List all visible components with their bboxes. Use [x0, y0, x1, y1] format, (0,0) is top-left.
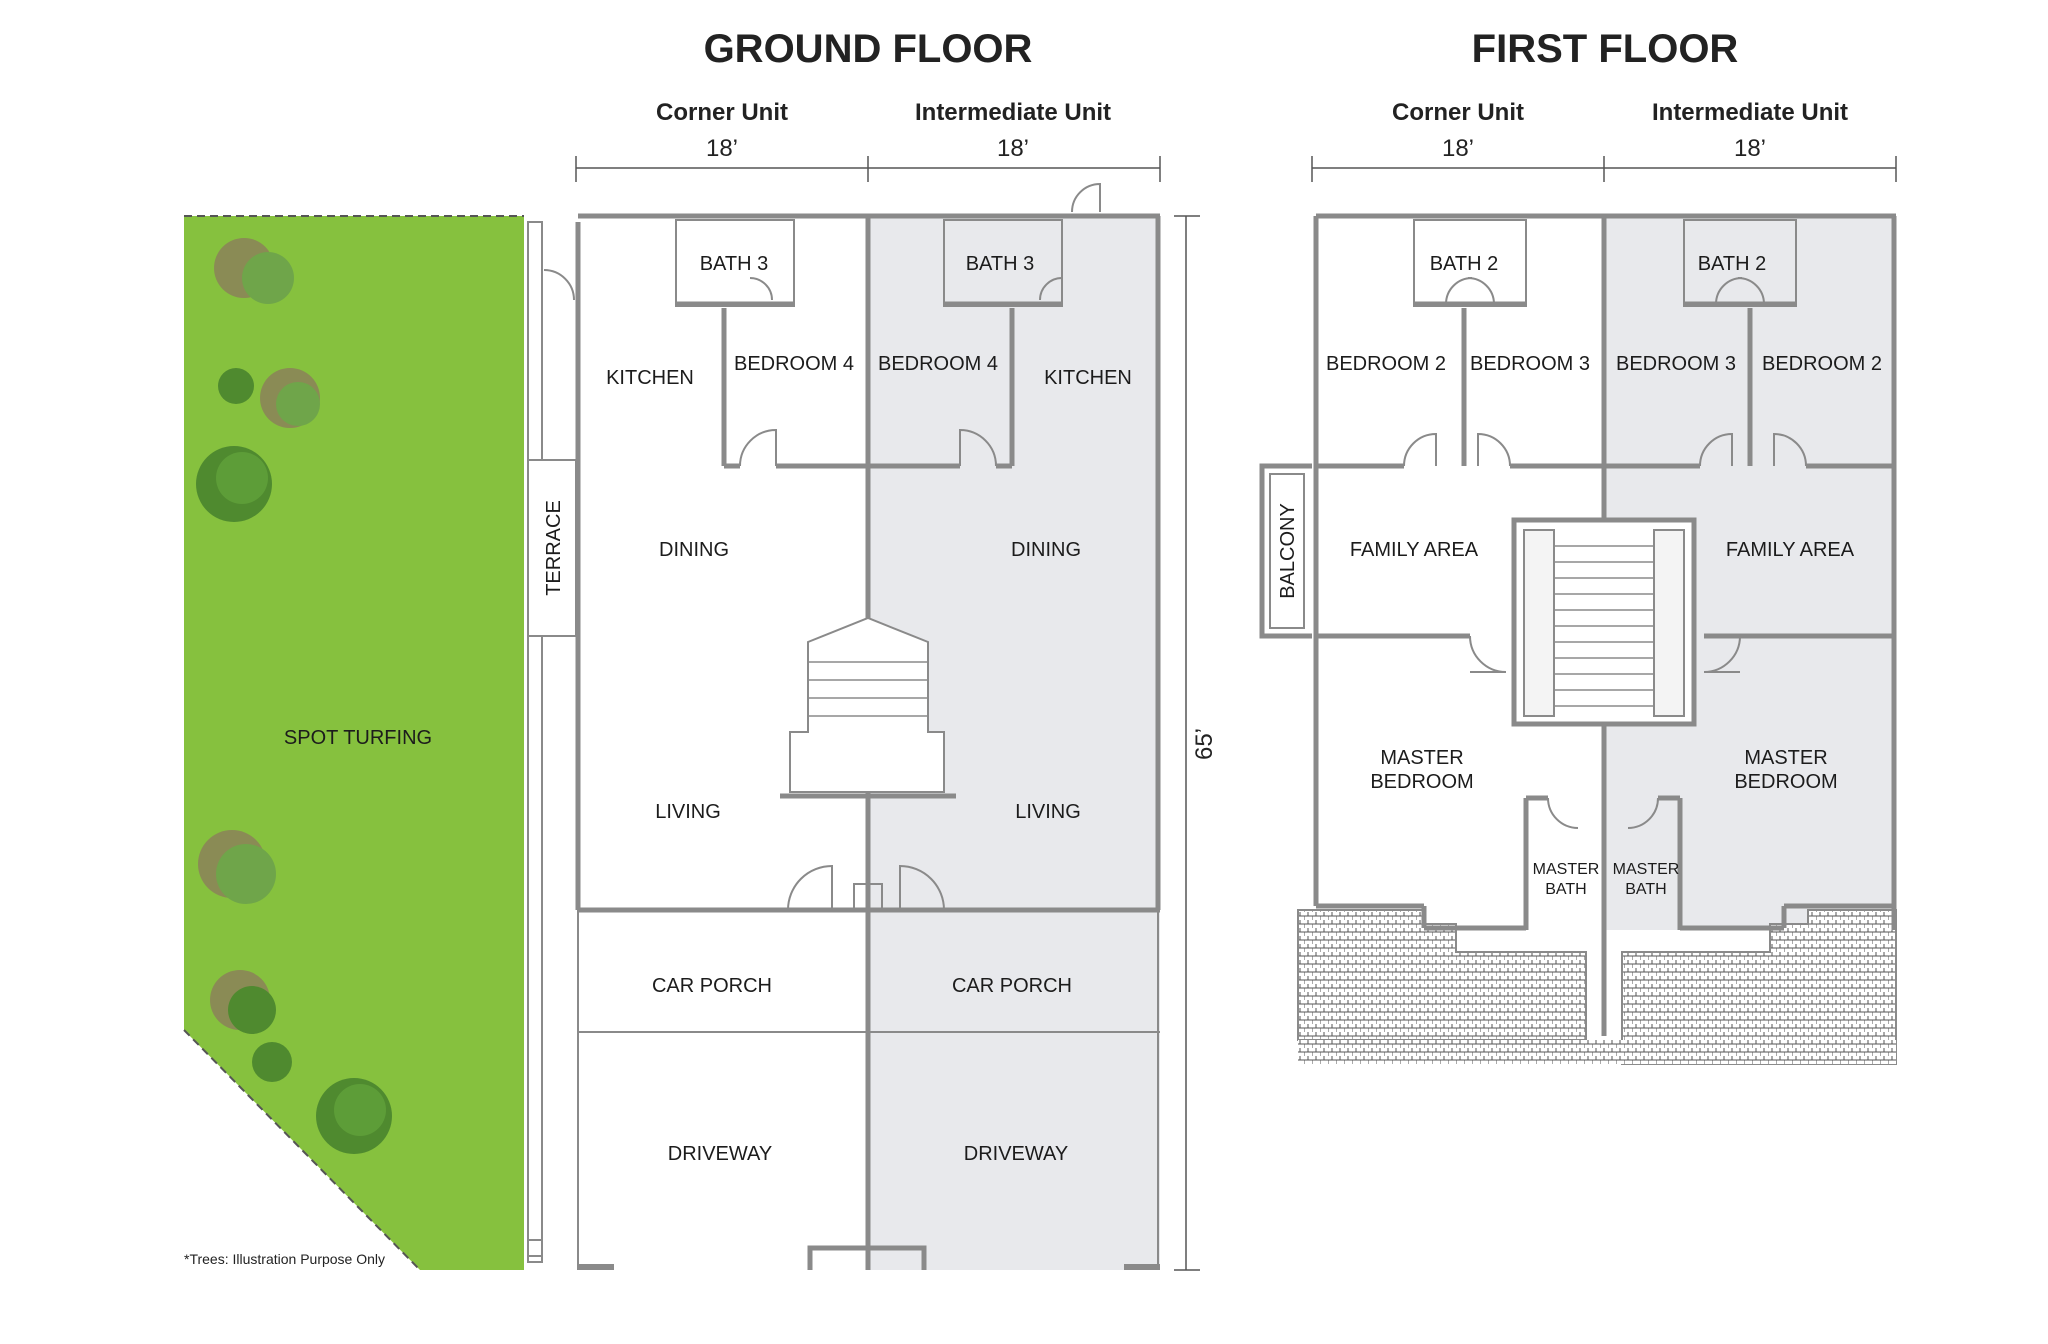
gf-bath3-intermediate-label: BATH 3 — [966, 253, 1035, 275]
gf-width-dimension-line — [575, 156, 1161, 182]
ff-corner-width: 18’ — [1442, 135, 1474, 162]
tree-icon — [210, 970, 276, 1034]
ff-master-bath-corner-label-1: MASTER — [1533, 861, 1600, 878]
ff-master-bedroom-corner-label-1: MASTER — [1380, 747, 1463, 769]
gf-kitchen-corner-label: KITCHEN — [606, 367, 694, 389]
ground-floor-title: GROUND FLOOR — [704, 27, 1033, 71]
tree-icon — [316, 1078, 392, 1154]
ff-staircase — [1511, 517, 1697, 727]
gf-bedroom4-corner-label: BEDROOM 4 — [734, 353, 854, 375]
gf-walls — [575, 213, 1161, 1270]
ff-bedroom2-intermediate-label: BEDROOM 2 — [1762, 353, 1882, 375]
gf-driveway-corner-label: DRIVEWAY — [668, 1143, 772, 1165]
ff-balcony-label: BALCONY — [1277, 503, 1299, 599]
ff-master-bath-corner-label-2: BATH — [1545, 881, 1586, 898]
ff-master-bedroom-intermediate-label-1: MASTER — [1744, 747, 1827, 769]
spot-turfing-label: SPOT TURFING — [284, 727, 432, 749]
ff-doors — [1403, 277, 1807, 829]
trees-disclaimer-note: *Trees: Illustration Purpose Only — [184, 1251, 385, 1267]
tree-icon — [218, 368, 320, 428]
ff-master-bedroom-corner-label-2: BEDROOM — [1370, 771, 1473, 793]
roof-tiles — [1297, 909, 1897, 1065]
tree-icon — [252, 1042, 292, 1082]
ff-intermediate-width: 18’ — [1734, 135, 1766, 162]
gf-living-corner-label: LIVING — [655, 801, 721, 823]
tree-icon — [196, 446, 272, 522]
gf-staircase — [780, 616, 956, 911]
gf-driveway-intermediate-label: DRIVEWAY — [964, 1143, 1068, 1165]
gf-corner-width: 18’ — [706, 135, 738, 162]
gf-bath3-corner-label: BATH 3 — [700, 253, 769, 275]
ff-corner-unit-label: Corner Unit — [1392, 99, 1524, 126]
ff-bedroom3-intermediate-label: BEDROOM 3 — [1616, 353, 1736, 375]
terrace-label: TERRACE — [543, 500, 565, 596]
gf-intermediate-unit-label: Intermediate Unit — [915, 99, 1111, 126]
first-floor-title: FIRST FLOOR — [1472, 27, 1739, 71]
ff-intermediate-unit-label: Intermediate Unit — [1652, 99, 1848, 126]
tree-icon — [198, 830, 276, 904]
gf-bedroom4-intermediate-label: BEDROOM 4 — [878, 353, 998, 375]
ff-bedroom3-corner-label: BEDROOM 3 — [1470, 353, 1590, 375]
ff-family-area-intermediate-label: FAMILY AREA — [1726, 539, 1855, 561]
ff-master-bedroom-intermediate-label-2: BEDROOM — [1734, 771, 1837, 793]
gf-kitchen-intermediate-label: KITCHEN — [1044, 367, 1132, 389]
gf-depth-label: 65’ — [1191, 728, 1218, 760]
terrace-strip — [527, 221, 543, 1263]
gf-dining-corner-label: DINING — [659, 539, 729, 561]
gf-dining-intermediate-label: DINING — [1011, 539, 1081, 561]
ff-bedroom2-corner-label: BEDROOM 2 — [1326, 353, 1446, 375]
ff-family-area-corner-label: FAMILY AREA — [1350, 539, 1479, 561]
gf-corner-unit-label: Corner Unit — [656, 99, 788, 126]
ff-bath2-corner-label: BATH 2 — [1430, 253, 1499, 275]
gf-depth-dimension-line — [1174, 215, 1200, 1271]
tree-icon — [214, 238, 294, 304]
gf-doors — [543, 182, 1101, 911]
ff-width-dimension-line — [1311, 156, 1897, 182]
gf-carporch-intermediate-label: CAR PORCH — [952, 975, 1072, 997]
gf-intermediate-width: 18’ — [997, 135, 1029, 162]
ff-master-bath-intermediate-label-2: BATH — [1625, 881, 1666, 898]
gf-carporch-corner-label: CAR PORCH — [652, 975, 772, 997]
ff-master-bath-intermediate-label-1: MASTER — [1613, 861, 1680, 878]
ff-bath2-intermediate-label: BATH 2 — [1698, 253, 1767, 275]
gf-living-intermediate-label: LIVING — [1015, 801, 1081, 823]
